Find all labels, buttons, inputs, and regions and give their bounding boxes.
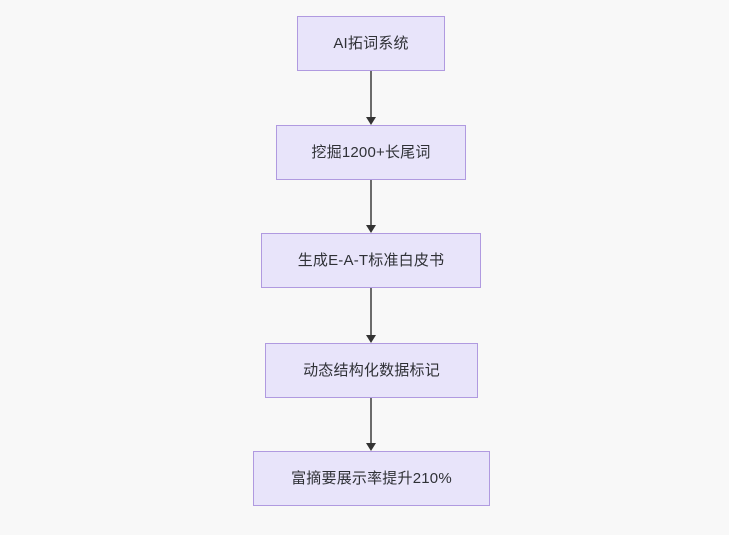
arrow-head-icon bbox=[366, 225, 376, 233]
arrow-head-icon bbox=[366, 335, 376, 343]
arrow-head-icon bbox=[366, 443, 376, 451]
edge-line bbox=[370, 398, 372, 443]
edge-line bbox=[370, 288, 372, 335]
flow-node-mine-longtail-keywords[interactable]: 挖掘1200+长尾词 bbox=[276, 125, 466, 180]
flow-edge-4-5 bbox=[363, 398, 379, 451]
flow-node-ai-keyword-system[interactable]: AI拓词系统 bbox=[297, 16, 445, 71]
edge-line bbox=[370, 180, 372, 225]
flow-edge-2-3 bbox=[363, 180, 379, 233]
flow-node-dynamic-structured-data-markup[interactable]: 动态结构化数据标记 bbox=[265, 343, 478, 398]
flow-node-label: 富摘要展示率提升210% bbox=[291, 470, 452, 487]
flow-node-label: AI拓词系统 bbox=[333, 35, 409, 52]
flow-node-label: 生成E-A-T标准白皮书 bbox=[297, 252, 445, 269]
flow-edge-1-2 bbox=[363, 71, 379, 125]
arrow-head-icon bbox=[366, 117, 376, 125]
edge-line bbox=[370, 71, 372, 117]
flow-node-generate-eat-whitepaper[interactable]: 生成E-A-T标准白皮书 bbox=[261, 233, 481, 288]
flow-node-label: 挖掘1200+长尾词 bbox=[311, 144, 431, 161]
flow-node-label: 动态结构化数据标记 bbox=[303, 362, 440, 379]
flow-node-rich-snippet-rate-increase[interactable]: 富摘要展示率提升210% bbox=[253, 451, 490, 506]
flow-edge-3-4 bbox=[363, 288, 379, 343]
